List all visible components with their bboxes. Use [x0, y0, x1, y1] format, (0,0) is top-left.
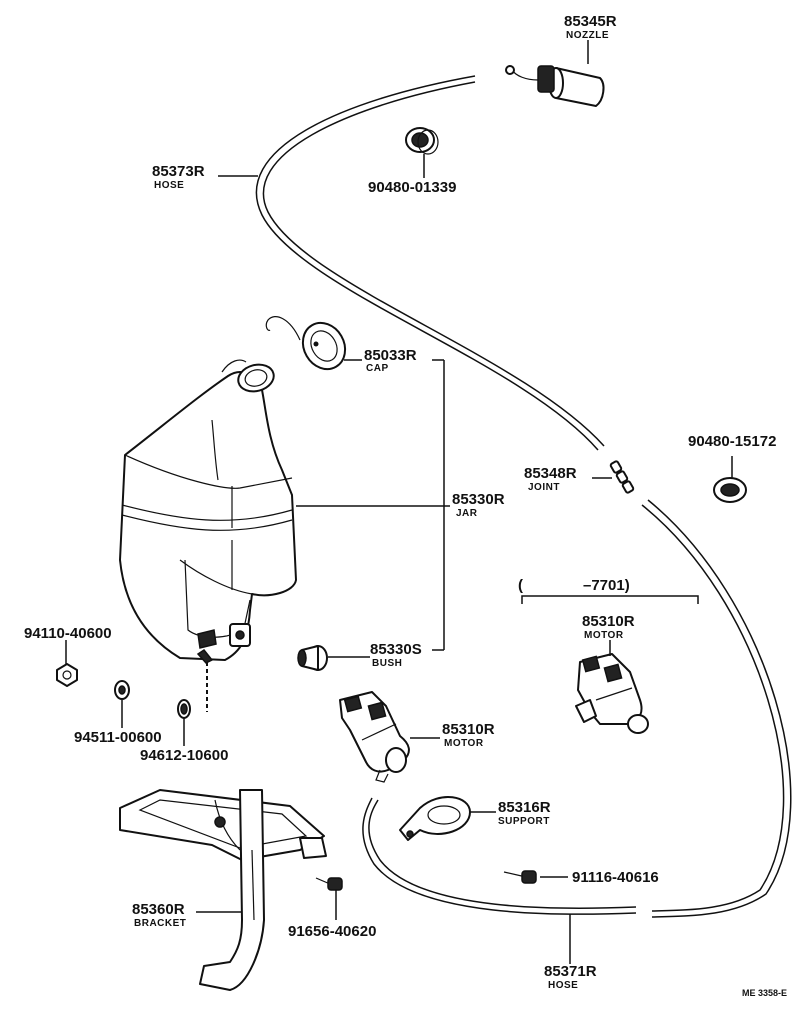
part-number: 91116-40616 [572, 869, 659, 886]
motor-upper-part [575, 653, 649, 734]
hose-upper-85373R [255, 75, 605, 451]
grommet-upper-part [405, 127, 439, 155]
part-name: MOTOR [444, 738, 484, 749]
part-number: 94110-40600 [24, 625, 112, 642]
label-washer-1: 94511-00600 [74, 729, 162, 746]
washer-1-part [114, 680, 130, 700]
part-number: 85310R [442, 721, 495, 738]
drawing-reference: ME 3358-E [742, 988, 787, 998]
label-bush: 85330S BUSH [370, 641, 422, 669]
label-hose-lower: 85371R HOSE [544, 963, 597, 991]
part-number: 85371R [544, 963, 597, 980]
label-jar: 85330R JAR [452, 491, 505, 519]
label-bracket: 85360R BRACKET [132, 901, 186, 929]
bracket-part [119, 789, 327, 991]
part-number: 90480-01339 [368, 179, 456, 196]
washer-2-part [177, 699, 191, 719]
part-name: BRACKET [134, 918, 186, 929]
cap-part [265, 316, 347, 371]
part-number: 85345R [564, 13, 617, 30]
joint-part [609, 460, 635, 494]
label-bolt: 91656-40620 [288, 923, 376, 940]
part-name: JAR [456, 508, 478, 519]
label-motor-lower: 85310R MOTOR [442, 721, 495, 749]
label-support: 85316R SUPPORT [498, 799, 551, 827]
nut-part [56, 663, 78, 687]
date-range: ( –7701) [518, 577, 630, 594]
part-number: 85330R [452, 491, 505, 508]
part-name: NOZZLE [566, 30, 609, 41]
label-joint: 85348R JOINT [524, 465, 577, 493]
jar-part [119, 359, 297, 712]
label-motor-upper: 85310R MOTOR [582, 613, 635, 641]
part-number: 94612-10600 [140, 747, 228, 764]
screw-part [503, 870, 537, 884]
part-number: 85360R [132, 901, 185, 918]
part-name: SUPPORT [498, 816, 550, 827]
label-grommet-right: 90480-15172 [688, 433, 776, 450]
part-number: 85316R [498, 799, 551, 816]
label-date-range: ( –7701) [518, 577, 630, 594]
part-name: HOSE [548, 980, 578, 991]
label-cap: 85033R CAP [364, 347, 417, 374]
part-number: 85033R [364, 347, 417, 364]
part-number: 85348R [524, 465, 577, 482]
label-hose-upper: 85373R HOSE [152, 163, 205, 191]
part-number: 90480-15172 [688, 433, 776, 450]
label-reference: ME 3358-E [742, 988, 787, 998]
label-nut: 94110-40600 [24, 625, 112, 642]
nozzle-part [505, 65, 605, 107]
leader-lines [65, 40, 733, 964]
hose-lower-85371R [362, 499, 792, 918]
label-nozzle: 85345R NOZZLE [564, 13, 617, 41]
part-number: 85310R [582, 613, 635, 630]
label-grommet-upper: 90480-01339 [368, 179, 456, 196]
part-number: 85373R [152, 163, 205, 180]
part-name: HOSE [154, 180, 184, 191]
part-number: 85330S [370, 641, 422, 658]
support-part [399, 795, 471, 841]
motor-lower-part [339, 691, 410, 783]
bolt-part [315, 877, 343, 891]
bush-part [297, 645, 328, 671]
part-name: CAP [366, 363, 389, 374]
part-name: MOTOR [584, 630, 624, 641]
label-washer-2: 94612-10600 [140, 747, 228, 764]
part-name: JOINT [528, 482, 560, 493]
grommet-right-part [713, 477, 747, 503]
label-screw: 91116-40616 [572, 869, 659, 886]
part-number: 91656-40620 [288, 923, 376, 940]
part-number: 94511-00600 [74, 729, 162, 746]
part-name: BUSH [372, 658, 402, 669]
